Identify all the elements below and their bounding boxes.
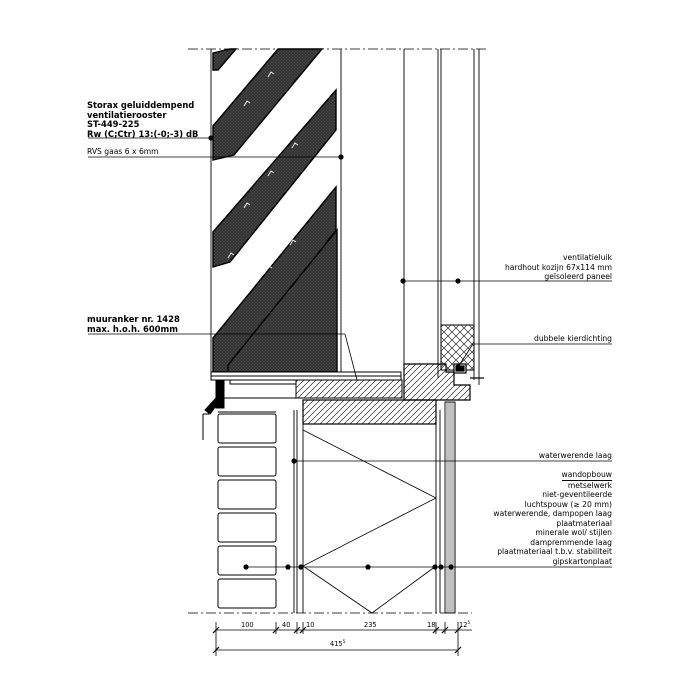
dim-gypsum-value: 12 [459,621,468,630]
grille-name: Storax geluiddempend [87,100,195,110]
dim-total: 4155 [330,640,345,648]
build-up-layer: dampremmende laag [530,537,612,547]
insulated-panel [440,324,475,371]
dimension-lines [212,622,472,656]
leader-dots [208,135,461,570]
wall-build-up-label: wandopbouw metselwerk niet-geventileerde… [493,470,612,566]
build-up-layer: plaatmateriaal [556,518,612,528]
dim-plate: 18 [427,621,436,629]
louvre-blades [212,48,338,373]
build-up-layer: plaatmateriaal t.b.v. stabiliteit [497,547,612,556]
dim-board: 10 [306,621,315,629]
lintel [302,399,437,425]
waterproof-label: waterwerende laag [538,451,612,460]
leader-lines [88,137,612,568]
dim-insulation: 235 [364,621,377,629]
blade-notches [227,71,299,296]
build-up-title: wandopbouw [561,470,612,481]
inner-leaf [293,401,456,614]
grille-rating: Rw (C;Ctr) 13:(-0;-3) dB [87,128,199,139]
build-up-layer: waterwerende, dampopen laag [493,509,612,518]
seal-label: dubbele kierdichting [534,334,612,343]
anchor-label: muuranker nr. 1428 max. h.o.h. 600mm [87,314,180,334]
dim-cavity: 40 [282,621,291,629]
dim-total-value: 415 [330,640,343,649]
hatch-label: ventilatieluik hardhout kozijn 67x114 mm… [505,253,612,282]
anchor-spacing: max. h.o.h. 600mm [87,323,178,334]
dim-gypsum: 125 [459,621,470,629]
hatch-name: ventilatieluik [562,253,612,262]
grille-type: ventilatierooster [87,109,167,120]
build-up-layer: niet-geventileerde [542,490,612,499]
grille-code: ST-449-225 [87,119,140,129]
grille-sill [202,371,403,440]
dim-gypsum-sup: 5 [467,621,471,626]
hatch-panel: geïsoleerd paneel [544,272,612,281]
anchor-name: muuranker nr. 1428 [87,314,180,324]
break-lines [188,48,486,614]
hatch-frame: hardhout kozijn 67x114 mm [504,262,612,272]
build-up-layer: luchtspouw (≥ 20 mm) [524,499,612,509]
brickwork [217,411,277,609]
dim-brick: 100 [241,621,254,629]
grille-label: Storax geluiddempend ventilatierooster S… [87,100,199,139]
wall-frame-upper [210,49,480,385]
gauze-label: RVS gaas 6 x 6mm [87,147,159,156]
build-up-layer: minerale wol/ stijlen [535,528,612,537]
build-up-layer: metselwerk [567,480,612,490]
dim-total-sup: 5 [342,640,346,645]
build-up-layer: gipskartonplaat [552,556,612,566]
